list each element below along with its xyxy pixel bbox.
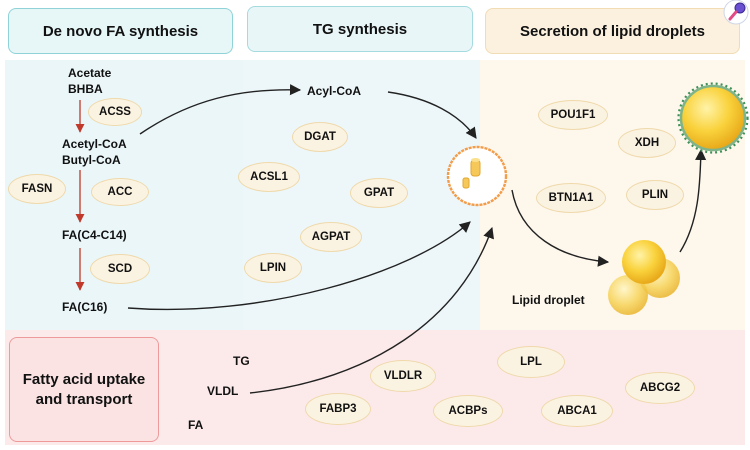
label-bhba: BHBA (68, 82, 103, 96)
label-tg: TG (233, 354, 250, 368)
enzyme-fasn: FASN (8, 174, 66, 204)
enzyme-xdh: XDH (618, 128, 676, 158)
uptake-header: Fatty acid uptake and transport (9, 337, 159, 442)
label-acetate: Acetate (68, 66, 112, 80)
enzyme-scd: SCD (90, 254, 150, 284)
enzyme-lpin: LPIN (244, 253, 302, 283)
label-vldl: VLDL (207, 384, 239, 398)
lipid-droplet-icon (608, 275, 648, 315)
droplet-tube-icon (470, 159, 481, 177)
enzyme-acc: ACC (91, 178, 149, 206)
transporter-abca1: ABCA1 (541, 395, 613, 427)
enzyme-btn1a1: BTN1A1 (536, 183, 606, 213)
transporter-lpl: LPL (497, 346, 565, 378)
secretion-header: Secretion of lipid droplets (485, 8, 740, 54)
transporter-vldlr: VLDLR (370, 360, 436, 392)
magnifier-icon (723, 0, 749, 25)
arrow-cell-to-droplet (511, 189, 610, 267)
enzyme-pou1f1: POU1F1 (538, 100, 608, 130)
tg-synthesis-header: TG synthesis (247, 6, 473, 52)
secreted-droplet-icon (679, 84, 747, 152)
arrow-acetylcoa-to-acylcoa (139, 84, 302, 135)
label-fa-c16: FA(C16) (62, 300, 108, 314)
arrow-fa-c16-to-cell (127, 221, 471, 311)
transporter-fabp3: FABP3 (305, 393, 371, 425)
enzyme-plin: PLIN (626, 180, 684, 210)
enzyme-dgat: DGAT (292, 122, 348, 152)
label-butyl-coa: Butyl-CoA (62, 153, 121, 167)
enzyme-agpat: AGPAT (300, 222, 362, 252)
label-fa: FA (188, 418, 204, 432)
transporter-abcg2: ABCG2 (625, 372, 695, 404)
enzyme-acsl1: ACSL1 (238, 162, 300, 192)
de-novo-header: De novo FA synthesis (8, 8, 233, 54)
enzyme-gpat: GPAT (350, 178, 408, 208)
arrow-vldl-to-cell (249, 226, 494, 394)
label-fa-c4-c14: FA(C4-C14) (62, 228, 127, 242)
label-acetyl-coa: Acetyl-CoA (62, 137, 127, 151)
enzyme-acss: ACSS (88, 98, 142, 126)
arrow-droplet-to-secreted (679, 148, 707, 253)
label-acyl-coa: Acyl-CoA (307, 84, 362, 98)
arrow-acylcoa-to-cell (387, 91, 477, 139)
transporter-acbps: ACBPs (433, 395, 503, 427)
label-lipid-droplet: Lipid droplet (512, 293, 585, 307)
